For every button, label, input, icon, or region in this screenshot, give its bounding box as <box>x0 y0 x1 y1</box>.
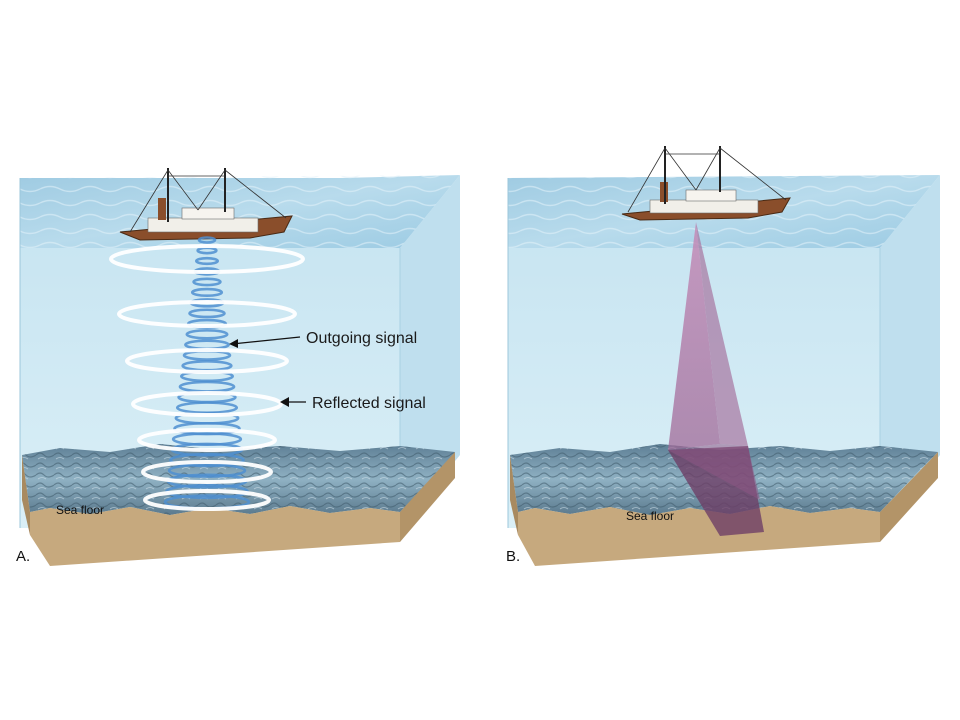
sediment-front <box>518 506 880 566</box>
panel-b: Sea floor B. <box>506 146 940 566</box>
outgoing-ring <box>185 329 229 340</box>
reflected-ring <box>131 391 283 417</box>
outgoing-ring <box>188 308 226 319</box>
reflected-ring <box>109 244 305 274</box>
sediment-side <box>880 452 938 542</box>
sediment-side <box>400 452 455 542</box>
reflected-ring <box>125 348 289 374</box>
outgoing-ring <box>197 236 217 244</box>
water-right-face <box>880 175 940 528</box>
outgoing-signal-label: Outgoing signal <box>306 330 417 347</box>
outgoing-arrow <box>231 336 301 345</box>
reflected-signal-rings <box>109 244 305 511</box>
reflected-ring <box>141 460 273 484</box>
outgoing-ring <box>190 287 224 298</box>
panel-a: Outgoing signal Reflected signal Sea flo… <box>16 168 460 566</box>
water-right-face <box>400 175 460 528</box>
outgoing-ring <box>192 277 222 287</box>
panel-label-b: B. <box>506 548 520 565</box>
reflected-ring <box>117 300 297 328</box>
outgoing-ring <box>194 256 220 266</box>
sediment-front <box>30 506 400 566</box>
ship <box>119 168 293 241</box>
panel-label-a: A. <box>16 548 30 565</box>
reflected-ring <box>143 489 271 511</box>
outgoing-ring <box>169 452 245 468</box>
outgoing-ring <box>167 463 247 478</box>
reflected-signal-label: Reflected signal <box>312 395 426 412</box>
sea-floor-label-a: Sea floor <box>56 503 104 517</box>
sonar-beam <box>668 222 764 536</box>
ship <box>621 146 791 221</box>
sea-floor-label-b: Sea floor <box>626 509 674 523</box>
reflected-ring <box>137 428 277 452</box>
